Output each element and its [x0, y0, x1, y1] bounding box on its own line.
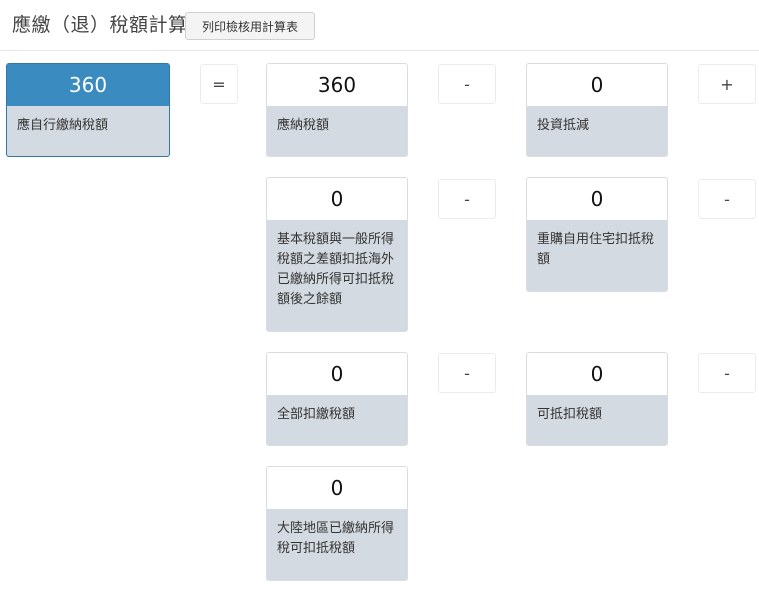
card-value: 0	[527, 64, 667, 106]
card-withholding-tax: 0 全部扣繳稅額	[266, 352, 408, 446]
card-label: 應納稅額	[277, 118, 330, 133]
minus-operator: -	[698, 353, 756, 393]
minus-operator: -	[438, 179, 496, 219]
result-label: 應自行繳納稅額	[7, 106, 169, 146]
card-label: 基本稅額與一般所得稅額之差額扣抵海外已繳納所得可扣抵稅額後之餘額	[277, 232, 395, 307]
card-mainland-tax: 0 大陸地區已繳納所得稅可扣抵稅額	[266, 466, 408, 581]
card-home-repurchase: 0 重購自用住宅扣抵稅額	[526, 177, 668, 292]
card-value: 360	[267, 64, 407, 106]
result-card: 360 應自行繳納稅額	[6, 63, 170, 157]
result-value: 360	[7, 64, 169, 106]
minus-operator: -	[438, 64, 496, 104]
card-value: 0	[267, 353, 407, 395]
card-tax-payable: 360 應納稅額	[266, 63, 408, 157]
print-checklist-button[interactable]: 列印檢核用計算表	[185, 12, 315, 40]
card-investment-credit: 0 投資抵減	[526, 63, 668, 157]
plus-operator: +	[698, 64, 756, 104]
card-label: 全部扣繳稅額	[277, 407, 356, 422]
card-value: 0	[267, 467, 407, 509]
card-label: 投資抵減	[537, 118, 590, 133]
card-label: 大陸地區已繳納所得稅可扣抵稅額	[277, 521, 395, 556]
card-value: 0	[527, 353, 667, 395]
card-label: 重購自用住宅扣抵稅額	[537, 232, 655, 267]
card-deductible-tax: 0 可抵扣稅額	[526, 352, 668, 446]
card-label: 可抵扣稅額	[537, 407, 603, 422]
card-value: 0	[267, 178, 407, 220]
equals-operator: =	[200, 64, 238, 104]
card-value: 0	[527, 178, 667, 220]
minus-operator: -	[438, 353, 496, 393]
header: 應繳（退）稅額計算 列印檢核用計算表	[0, 0, 759, 51]
card-basic-tax-diff: 0 基本稅額與一般所得稅額之差額扣抵海外已繳納所得可扣抵稅額後之餘額	[266, 177, 408, 332]
minus-operator: -	[698, 179, 756, 219]
page-title: 應繳（退）稅額計算	[12, 14, 188, 36]
